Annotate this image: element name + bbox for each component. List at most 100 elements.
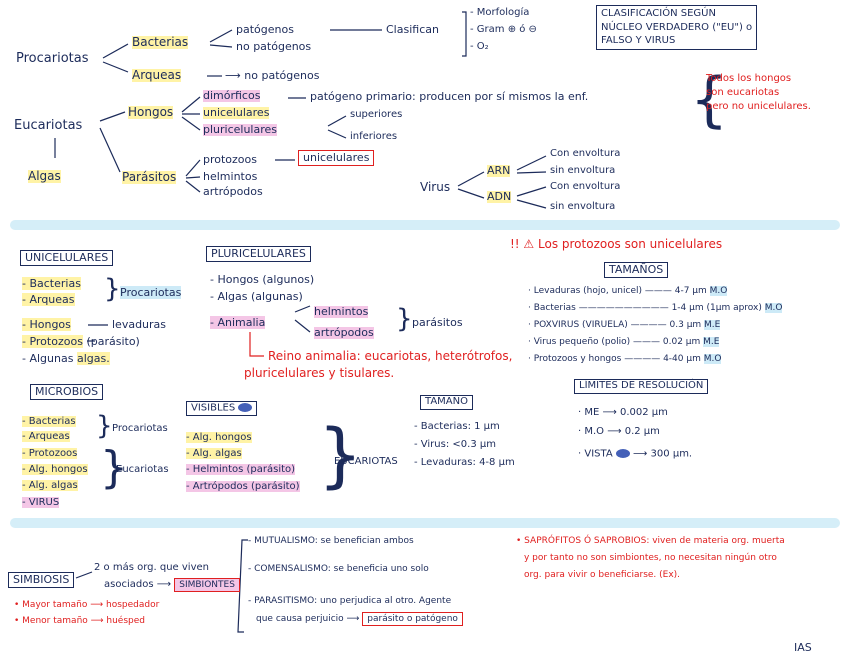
mic-eucariotas: Eucariotas: [116, 464, 169, 475]
gram-item: - Gram ⊕ ó ⊖: [470, 24, 537, 35]
parasitos-label: Parásitos: [122, 170, 177, 184]
size-tag: M.O: [709, 286, 728, 296]
size-tag: M.O: [764, 303, 783, 313]
dimorficos-label: dimórficos: [203, 89, 261, 102]
o2-item: - O₂: [470, 41, 489, 52]
saprofitos-line-2: y por tanto no son simbiontes, no necesi…: [524, 553, 777, 563]
vis-helmintos-text: - Helmintos (parásito): [186, 464, 296, 475]
simbiosis-line-2: asociados ⟶ SIMBIONTES: [104, 578, 240, 592]
hongos-pluricelulares-label: pluricelulares: [203, 123, 278, 136]
mic-algas-text: - Alg. algas: [22, 480, 78, 491]
tamanos-title: TAMAÑOS: [604, 262, 669, 278]
uni-arqueas-text: - Arqueas: [22, 293, 75, 306]
signature: IAS: [794, 641, 812, 654]
helmintos-label: helmintos: [203, 170, 258, 183]
simbiontes-box: SIMBIONTES: [174, 578, 240, 592]
arn-label: ARN: [487, 164, 511, 177]
protozoos-note: !! ⚠ Los protozoos son unicelulares: [510, 237, 723, 251]
size-row: · Protozoos y hongos ———— 4-40 µm M.O: [528, 354, 722, 364]
protozoos-label: protozoos: [203, 153, 258, 166]
mic-virus-text: - VIRUS: [22, 497, 60, 508]
bacterias-label: Bacterias: [132, 35, 189, 49]
visibles-title: VISIBLES: [186, 401, 258, 416]
simbiosis-line-1: 2 o más org. que viven: [94, 562, 209, 573]
pluricelulares-title: PLURICELULARES: [206, 246, 311, 262]
section-divider-bottom: [10, 518, 840, 528]
morfologia-item: - Morfología: [470, 7, 530, 18]
size-tag: M.E: [703, 337, 720, 347]
size-value: 4-40 µm: [663, 354, 704, 364]
uni-bacterias: - Bacterias: [22, 277, 81, 290]
size-label: · POXVIRUS (VIRUELA) ————: [528, 320, 670, 330]
mic-arqueas-text: - Arqueas: [22, 431, 70, 442]
lim-me: · ME ⟶ 0.002 µm: [578, 407, 668, 418]
size-value: 0.02 µm: [662, 337, 704, 347]
pluri-algas: - Algas (algunas): [210, 290, 303, 303]
eye-icon: [615, 449, 630, 458]
virus-heading: Virus: [420, 180, 451, 194]
saprofitos-line-3: org. para vivir o beneficiarse. (Ex).: [524, 570, 681, 580]
eucariotas-heading: Eucariotas: [14, 118, 83, 133]
parasito-patogeno-box: parásito o patógeno: [362, 612, 463, 626]
mic-algas: - Alg. algas: [22, 480, 78, 492]
parasitismo-line-1: - PARASITISMO: uno perjudica al otro. Ag…: [248, 596, 452, 606]
size-value: 0.3 µm: [669, 320, 705, 330]
eye-icon: [238, 403, 253, 412]
size-label: · Bacterias ——————————: [528, 303, 672, 313]
adn-sin-envoltura: sin envoltura: [550, 201, 616, 212]
todos-hongos-line-1: Todos los hongos: [706, 73, 792, 84]
clasificacion-line-3: FALSO Y VIRUS: [601, 35, 676, 46]
size-tag: M.O: [703, 354, 722, 364]
vis-hongos-text: - Alg. hongos: [186, 432, 252, 443]
simbiosis-title: SIMBIOSIS: [8, 572, 75, 588]
size-value: 4-7 µm: [674, 286, 710, 296]
parasitismo-line-2: que causa perjuicio ⟶ parásito o patógen…: [256, 612, 463, 626]
lim-vista-text: · VISTA: [578, 448, 613, 460]
size-label: · Virus pequeño (polio) ———: [528, 337, 663, 347]
clasifican-label: Clasifican: [386, 23, 439, 36]
mic-bacterias-text: - Bacterias: [22, 416, 76, 427]
mic-arqueas: - Arqueas: [22, 431, 70, 443]
mic-procariotas: Procariotas: [112, 423, 168, 434]
uni-levaduras: levaduras: [112, 318, 167, 331]
tam-virus: - Virus: <0.3 µm: [414, 439, 496, 450]
mic-eucariotas-bracket: }: [100, 442, 128, 493]
size-row: · Levaduras (hojo, unicel) ——— 4-7 µm M.…: [528, 286, 728, 296]
inferiores-label: inferiores: [350, 131, 398, 142]
limites-title: LÍMITES DE RESOLUCIÓN: [574, 379, 709, 394]
uni-protozoos: - Protozoos (parásito): [22, 335, 140, 348]
clasificacion-line-2: NÚCLEO VERDADERO ("EU") o: [601, 21, 753, 33]
tam-levaduras: - Levaduras: 4-8 µm: [414, 457, 515, 468]
hongos-note-bracket: {: [690, 65, 729, 135]
mic-hongos-text: - Alg. hongos: [22, 464, 88, 475]
comensalismo-text: - COMENSALISMO: se beneficia uno solo: [248, 564, 429, 574]
reino-animalia-line-1: Reino animalia: eucariotas, heterótrofos…: [268, 349, 513, 363]
uni-bacterias-text: - Bacterias: [22, 277, 81, 290]
microbios-title: MICROBIOS: [30, 384, 104, 400]
size-label: · Protozoos y hongos ————: [528, 354, 664, 364]
uni-algas-text: algas.: [76, 352, 110, 365]
vis-hongos: - Alg. hongos: [186, 432, 252, 444]
size-row: · POXVIRUS (VIRUELA) ———— 0.3 µm M.E: [528, 320, 721, 330]
vis-artropodos: - Artrópodos (parásito): [186, 481, 300, 493]
reino-animalia-line-2: pluricelulares y tisulares.: [244, 366, 395, 380]
adn-label: ADN: [487, 190, 512, 203]
saprofitos-line-1: • SAPRÓFITOS Ó SAPROBIOS: viven de mater…: [516, 536, 785, 546]
mic-procariotas-bracket: }: [96, 411, 113, 441]
clasificacion-box: CLASIFICACIÓN SEGÚN NÚCLEO VERDADERO ("E…: [596, 5, 758, 50]
tam-bacterias: - Bacterias: 1 µm: [414, 421, 500, 432]
uni-hongos-text: - Hongos: [22, 318, 71, 331]
size-label: · Levaduras (hojo, unicel) ———: [528, 286, 675, 296]
todos-hongos-line-3: pero no unicelulares.: [706, 101, 811, 112]
todos-hongos-note: Todos los hongos son eucariotas pero no …: [706, 72, 811, 114]
uni-arqueas: - Arqueas: [22, 293, 75, 306]
mutualismo-text: - MUTUALISMO: se benefician ambos: [248, 536, 414, 546]
uni-hongos: - Hongos: [22, 318, 71, 331]
vis-eucariotas: EUCARIOTAS: [334, 456, 398, 467]
pluri-animalia: - Animalia: [210, 316, 266, 329]
mic-protozoos-text: - Protozoos: [22, 448, 78, 459]
lim-vista: · VISTA ⟶ 300 µm.: [578, 449, 692, 460]
vis-helmintos: - Helmintos (parásito): [186, 464, 296, 476]
adn-con-envoltura: Con envoltura: [550, 181, 621, 192]
